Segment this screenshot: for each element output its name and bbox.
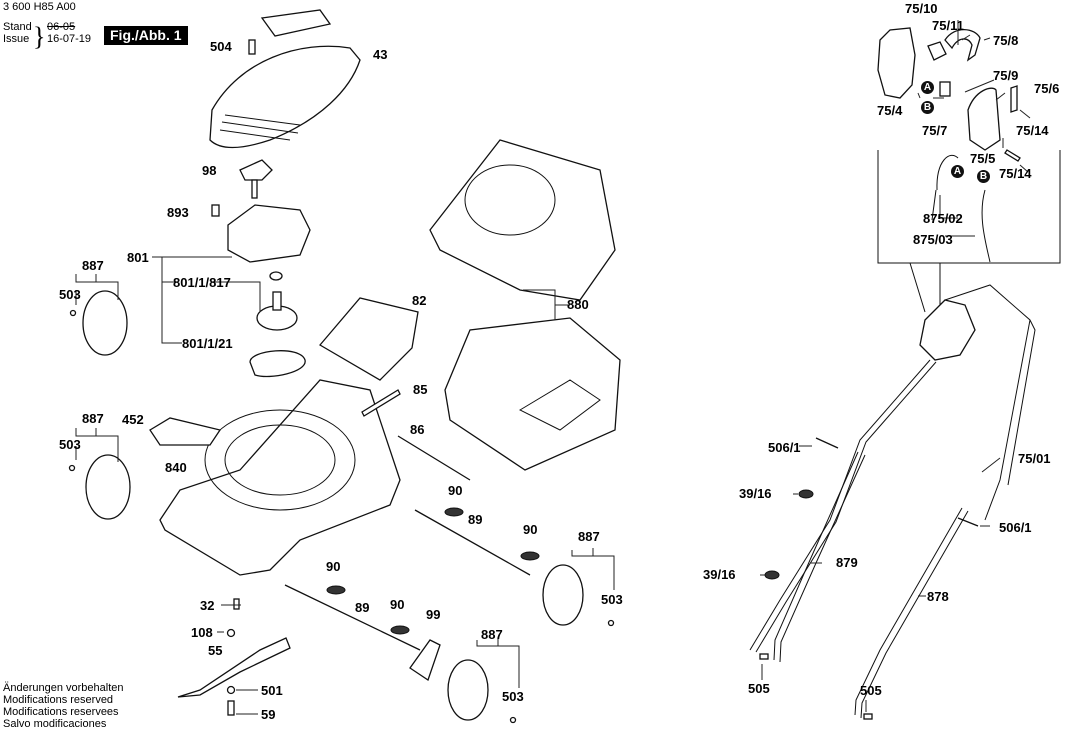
marker-b: B [977,170,990,183]
modifications-note: Änderungen vorbehalten Modifications res… [3,682,123,730]
callout-505: 505 [748,681,770,696]
callout-75-11: 75/11 [932,18,964,33]
callout-90: 90 [523,522,538,537]
mower-deck-part [159,379,401,576]
callout-59: 59 [261,707,276,722]
footer-line: Modifications reservees [3,706,119,718]
callout-32: 32 [200,598,215,613]
brace-icon: } [33,22,46,51]
callout-39-16: 39/16 [739,486,772,501]
callout-503: 503 [601,592,623,607]
callout-887: 887 [82,258,104,273]
callout-887: 887 [578,529,600,544]
callout-85: 85 [413,382,428,397]
old-date: 06-05 [47,21,76,33]
callout-501: 501 [261,683,283,698]
callout-840: 840 [165,460,187,475]
callout-879: 879 [836,555,858,570]
callout-75-9: 75/9 [993,68,1019,83]
callout-506-1: 506/1 [768,440,801,455]
callout-880: 880 [567,297,589,312]
callout-75-01: 75/01 [1018,451,1051,466]
marker-a: A [921,81,934,94]
stand-label: Stand [3,21,32,33]
callout-75-14: 75/14 [1016,123,1049,138]
footer-line: Salvo modificaciones [3,718,107,730]
marker-b: B [921,101,934,114]
callout-75-6: 75/6 [1034,81,1060,96]
callout-98: 98 [202,163,217,178]
callout-887: 887 [481,627,503,642]
grass-box-part [444,317,621,471]
handle-part [749,284,1036,719]
callout-55: 55 [208,643,223,658]
callout-878: 878 [927,589,949,604]
callout-801-1-21: 801/1/21 [182,336,233,351]
callout-893: 893 [167,205,189,220]
callout-801: 801 [127,250,149,265]
top-cover-part [209,9,361,149]
callout-801-1-817: 801/1/817 [173,275,231,290]
callout-43: 43 [373,47,388,62]
callout-90: 90 [448,483,463,498]
callout-108: 108 [191,625,213,640]
callout-504: 504 [210,39,232,54]
callout-86: 86 [410,422,425,437]
callout-452: 452 [122,412,144,427]
footer-line: Änderungen vorbehalten [3,682,124,694]
issue-date: 16-07-19 [47,33,92,45]
marker-a: A [951,165,964,178]
callout-75-14: 75/14 [999,166,1032,181]
callout-75-5: 75/5 [970,151,996,166]
callout-503: 503 [59,437,81,452]
callout-875-03: 875/03 [913,232,953,247]
callout-89: 89 [468,512,483,527]
callout-887: 887 [82,411,104,426]
wheel-part [82,290,584,721]
callout-505: 505 [860,683,882,698]
callout-875-02: 875/02 [923,211,963,226]
callout-75-8: 75/8 [993,33,1019,48]
callout-75-7: 75/7 [922,123,948,138]
issue-label: Issue [3,33,30,45]
figure-label: Fig./Abb. 1 [104,26,188,45]
callout-506-1: 506/1 [999,520,1032,535]
callout-89: 89 [355,600,370,615]
grass-box-lid-part [429,139,616,301]
callout-82: 82 [412,293,427,308]
callout-90: 90 [390,597,405,612]
footer-line: Modifications reserved [3,694,114,706]
part-number: 3 600 H85 A00 [3,1,76,13]
callout-39-16: 39/16 [703,567,736,582]
callout-503: 503 [59,287,81,302]
callout-503: 503 [502,689,524,704]
callout-75-4: 75/4 [877,103,903,118]
callout-75-10: 75/10 [905,1,938,16]
callout-90: 90 [326,559,341,574]
callout-99: 99 [426,607,441,622]
